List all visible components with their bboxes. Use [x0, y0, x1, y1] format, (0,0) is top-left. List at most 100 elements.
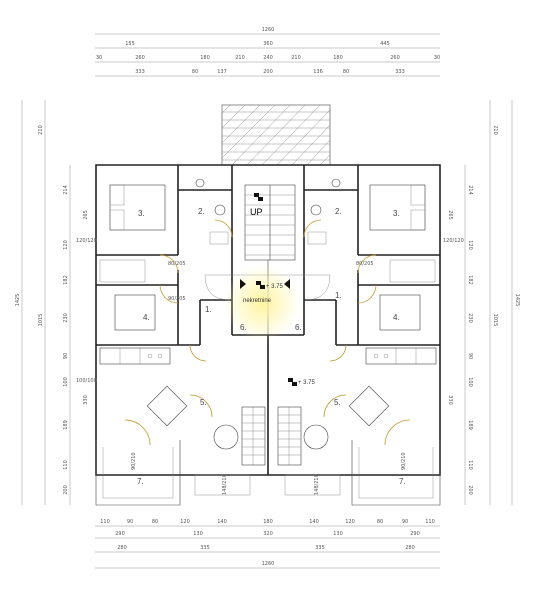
- dim-right-r10: 110: [467, 460, 473, 470]
- room-hall-right: 1.: [335, 291, 342, 300]
- dim-top-r2-2: 260: [135, 55, 145, 61]
- dim-left-r1: 214: [63, 185, 69, 195]
- dim-left-r3: 120: [63, 240, 69, 250]
- dim-bot-r1-2: 90: [127, 519, 133, 525]
- dim-left-r8: 330: [83, 395, 89, 405]
- opening-label: 148/210: [314, 474, 320, 495]
- dim-right-r2: 265: [447, 210, 453, 220]
- level-label-upper: + 3.75: [266, 284, 284, 290]
- dim-right-r4: 182: [467, 275, 473, 285]
- opening-labels: 90/205 80/205 80/205 90/210 90/210 148/2…: [76, 238, 464, 495]
- dim-top-r2-4: 210: [235, 55, 245, 61]
- dim-bot-total: 1260: [262, 561, 275, 567]
- entrance-grilles: [241, 406, 302, 466]
- camera-icon: [256, 281, 265, 289]
- camera-icon: [288, 378, 297, 386]
- dim-top-r3-2: 80: [192, 69, 198, 75]
- room-living-right: 5.: [334, 398, 341, 407]
- dim-bot-r2-1: 290: [115, 531, 125, 537]
- dim-right-r11: 200: [467, 485, 473, 495]
- dim-bot-r1-9: 80: [377, 519, 383, 525]
- dim-left-r7: 100: [63, 377, 69, 387]
- dim-top-r1-1: 155: [125, 41, 135, 47]
- opening-label: 90/210: [401, 452, 407, 470]
- room-4-left: 4.: [143, 313, 150, 322]
- dim-left-outer: 1425: [15, 294, 21, 307]
- dim-top-r2-3: 180: [200, 55, 210, 61]
- dim-left-r4: 182: [63, 275, 69, 285]
- dim-left-r11: 200: [63, 485, 69, 495]
- stair-up-label: UP: [250, 207, 263, 217]
- level-label: + 3.75: [298, 380, 316, 386]
- dim-right-r1: 214: [467, 185, 473, 195]
- opening-label: 100/100: [76, 378, 97, 384]
- dim-top-r3-7: 333: [395, 69, 405, 75]
- right-dimensions: 1425 1015 210 214 265 120 182 230 90 100…: [447, 100, 520, 505]
- dim-left-r5: 230: [63, 313, 69, 323]
- dim-bot-r3-2: 335: [200, 545, 210, 551]
- dim-top-r1-3: 445: [380, 41, 390, 47]
- arrow-right-icon: [284, 279, 290, 289]
- dim-right-mid: 1015: [492, 314, 498, 327]
- room-bedroom-left: 3.: [138, 209, 145, 218]
- room-bedroom-right: 3.: [393, 209, 400, 218]
- dim-top-r2-5: 240: [263, 55, 273, 61]
- dim-right-r9: 189: [467, 420, 473, 430]
- dim-right-r8: 330: [447, 395, 453, 405]
- kitchens: [99, 347, 437, 365]
- watermark-text: nekretnine: [243, 298, 272, 304]
- bath-fixtures: [195, 178, 341, 245]
- dim-right-r6: 90: [467, 353, 473, 359]
- dim-bot-r3-3: 335: [315, 545, 325, 551]
- dim-right-r3: 120: [467, 240, 473, 250]
- opening-label: 148/210: [222, 474, 228, 495]
- dim-top-r2-6: 210: [291, 55, 301, 61]
- dim-left-r2: 265: [83, 210, 89, 220]
- room-living-left: 5.: [200, 398, 207, 407]
- dim-left-top: 210: [38, 125, 44, 135]
- room-bath-left: 2.: [198, 207, 205, 216]
- dim-bot-r1-5: 140: [217, 519, 227, 525]
- dim-right-r5: 230: [467, 313, 473, 323]
- room-4-right: 4.: [393, 313, 400, 322]
- room-bath-right: 2.: [335, 207, 342, 216]
- opening-label: 80/205: [356, 261, 374, 267]
- dim-bot-r1-11: 110: [425, 519, 435, 525]
- dim-bot-r1-10: 90: [402, 519, 408, 525]
- dim-bot-r2-5: 290: [410, 531, 420, 537]
- dim-bot-r2-4: 130: [333, 531, 343, 537]
- arrow-left-icon: [240, 279, 246, 289]
- dim-left-r10: 110: [63, 460, 69, 470]
- opening-label: 90/210: [131, 452, 137, 470]
- dim-right-outer: 1425: [514, 294, 520, 307]
- room-labels: 3. 3. 2. 2. 4. 4. 1. 1. 6. 6. 5. 5. 7. 7…: [137, 207, 406, 486]
- building-walls: [95, 164, 441, 506]
- doors: [124, 219, 411, 446]
- dim-right-top: 210: [492, 125, 498, 135]
- dim-bot-r3-1: 280: [117, 545, 127, 551]
- dim-bot-r3-4: 280: [405, 545, 415, 551]
- dim-top-r2-7: 180: [333, 55, 343, 61]
- dim-bot-r1-4: 120: [180, 519, 190, 525]
- room-terrace-left: 7.: [137, 477, 144, 486]
- dim-right-r7: 100: [467, 377, 473, 387]
- room-hall-left: 1.: [205, 305, 212, 314]
- room-stair-left: 6.: [240, 323, 247, 332]
- dim-left-r6: 90: [63, 353, 69, 359]
- dim-top-r3-6: 80: [343, 69, 349, 75]
- left-dimensions: 1425 1015 210 214 265 120 182 230 90 100…: [15, 100, 89, 505]
- dim-top-r2-9: 30: [434, 55, 440, 61]
- dim-top-r1-2: 360: [263, 41, 273, 47]
- dim-bot-r1-7: 140: [309, 519, 319, 525]
- beds: [99, 184, 436, 331]
- dim-bot-r1-1: 110: [100, 519, 110, 525]
- dim-left-r9: 189: [63, 420, 69, 430]
- room-stair-right: 6.: [295, 323, 302, 332]
- dim-bot-r1-3: 80: [152, 519, 158, 525]
- dim-top-r3-4: 200: [263, 69, 273, 75]
- dim-top-r3-3: 137: [217, 69, 227, 75]
- dim-top-r2-8: 260: [390, 55, 400, 61]
- opening-label: 120/120: [76, 238, 97, 244]
- bottom-dimensions: 110 90 80 120 140 180 140 120 80 90 110 …: [95, 519, 440, 569]
